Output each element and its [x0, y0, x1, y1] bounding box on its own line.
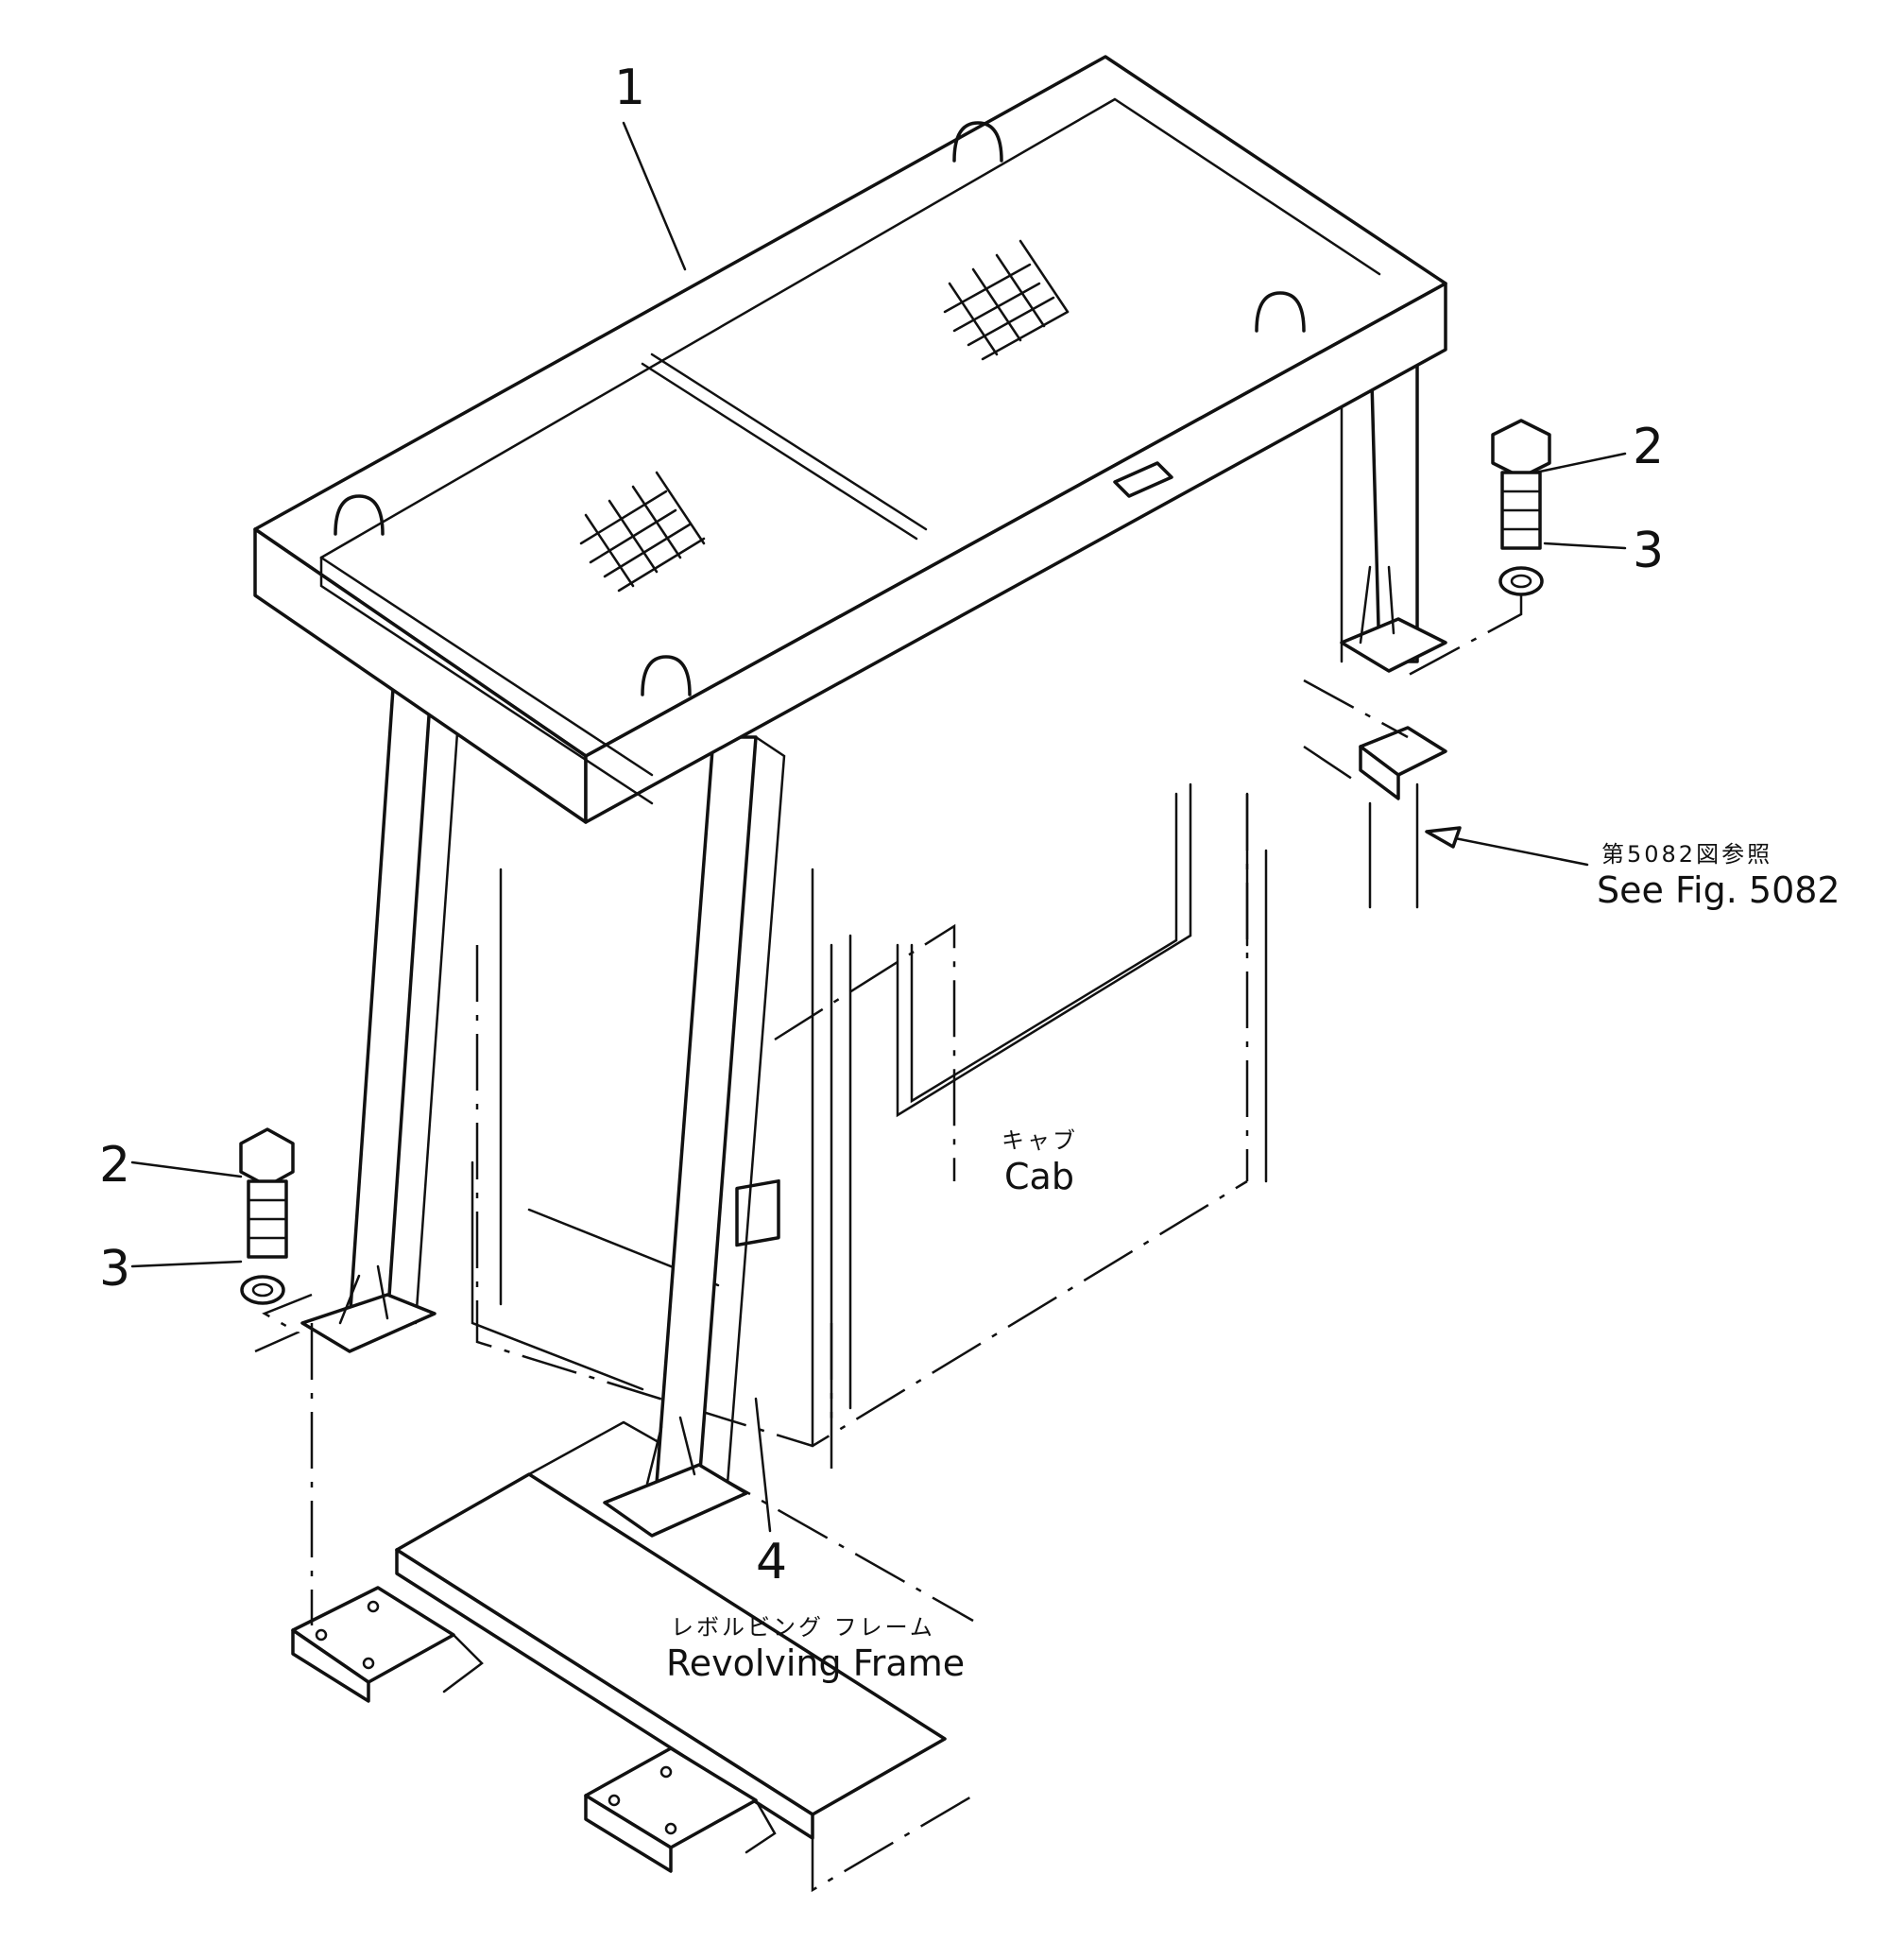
callout-3-right: 3 — [1633, 523, 1664, 579]
frame-label-jp: レボルビング フレーム — [671, 1614, 935, 1641]
callout-3-left: 3 — [99, 1241, 130, 1298]
bolt-right — [1491, 419, 1551, 550]
frame-label-en: Revolving Frame — [666, 1642, 965, 1684]
reference-label-jp: 第5082図参照 — [1601, 841, 1772, 868]
revolving-frame — [291, 1420, 974, 1893]
callout-1: 1 — [614, 60, 645, 116]
mesh-hatch-left — [579, 471, 706, 593]
mesh-hatch-right — [943, 239, 1070, 361]
cab-label-en: Cab — [1004, 1156, 1074, 1197]
cab-label-jp: キャブ — [1001, 1127, 1078, 1154]
canopy-roof — [253, 55, 1447, 824]
reference-label-en: See Fig. 5082 — [1597, 869, 1840, 911]
callout-4: 4 — [756, 1534, 787, 1590]
callout-2-left: 2 — [99, 1137, 130, 1194]
cab-body — [471, 782, 1268, 1448]
washer-left — [240, 1275, 285, 1305]
leader-lines — [130, 121, 1627, 1625]
bolt-left — [239, 1127, 295, 1259]
callout-2-right: 2 — [1633, 419, 1664, 475]
canopy-legs — [300, 310, 1447, 1538]
washer-right — [1498, 566, 1544, 596]
